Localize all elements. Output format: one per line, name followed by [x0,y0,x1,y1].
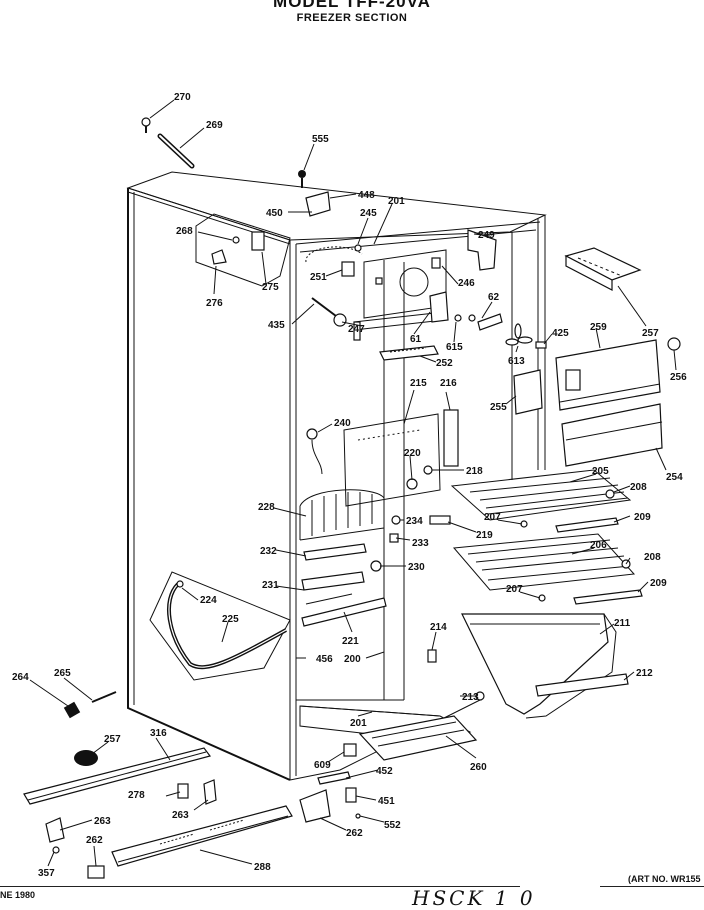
part-callout-288: 288 [254,862,271,873]
part-callout-207-b: 207 [506,584,523,595]
lower-components [23,489,478,879]
part-callout-62: 62 [488,292,500,303]
part-callout-232: 232 [260,546,277,557]
part-callout-265: 265 [54,668,71,679]
handwritten-note: HSCK 1 0 [412,886,536,910]
part-callout-254-right: 254 [666,472,683,483]
callout-leaders [29,99,677,867]
part-callout-425: 425 [552,328,569,339]
part-callout-276: 276 [206,298,223,309]
footer-rule-right [600,886,704,887]
model-title: MODEL TFF-20VA [273,0,431,11]
part-callout-251: 251 [310,272,327,283]
part-callout-231: 231 [262,580,279,591]
part-callout-209-b: 209 [650,578,667,589]
part-callout-357: 357 [38,868,55,879]
top-hardware [141,117,547,361]
part-callout-270: 270 [174,92,191,103]
part-callout-245: 245 [360,208,377,219]
part-callout-262-a: 262 [346,828,363,839]
part-callout-255: 255 [490,402,507,413]
part-callout-201-top: 201 [388,196,405,207]
part-callout-262-b: 262 [86,835,103,846]
callout-labels: 270 269 555 448 450 245 201 249 268 276 275 251 246 6… [12,92,687,879]
part-callout-225: 225 [222,614,239,625]
part-callout-221: 221 [342,636,359,647]
part-callout-278: 278 [128,790,145,801]
part-callout-451: 451 [378,796,395,807]
footer-art-number: (ART NO. WR155 [628,874,701,884]
part-callout-201-bottom: 201 [350,718,367,729]
part-callout-252: 252 [436,358,453,369]
part-callout-552: 552 [384,820,401,831]
part-callout-61: 61 [410,334,422,345]
part-callout-234: 234 [406,516,423,527]
wire-shelf-upper [450,469,632,521]
part-callout-263-b: 263 [94,816,111,827]
part-callout-224: 224 [200,595,217,606]
part-callout-456: 456 [316,654,333,665]
part-callout-264: 264 [12,672,29,683]
part-callout-216: 216 [440,378,457,389]
part-callout-246: 246 [458,278,475,289]
part-callout-205: 205 [592,466,609,477]
part-callout-615: 615 [446,342,463,353]
part-callout-269: 269 [206,120,223,131]
part-callout-256: 256 [670,372,687,383]
part-callout-208-b: 208 [644,552,661,563]
cabinet-shell [126,171,547,781]
part-callout-257-bottom: 257 [104,734,121,745]
part-callout-452: 452 [376,766,393,777]
footer-rule-left [0,886,520,887]
part-callout-215: 215 [410,378,427,389]
part-callout-200: 200 [344,654,361,665]
part-callout-240: 240 [334,418,351,429]
part-callout-218: 218 [466,466,483,477]
part-callout-450: 450 [266,208,283,219]
part-callout-213: 213 [462,692,479,703]
part-callout-435: 435 [268,320,285,331]
part-callout-316: 316 [150,728,167,739]
part-callout-247: 247 [348,324,365,335]
section-title: FREEZER SECTION [296,12,408,24]
part-callout-260: 260 [470,762,487,773]
part-callout-448: 448 [358,190,375,201]
wire-shelf-lower [452,533,636,591]
part-callout-613: 613 [508,356,525,367]
part-callout-268: 268 [176,226,193,237]
part-callout-249: 249 [478,230,495,241]
part-callout-220: 220 [404,448,421,459]
part-callout-230: 230 [408,562,425,573]
part-callout-259: 259 [590,322,607,333]
part-callout-209-a: 209 [634,512,651,523]
part-callout-233: 233 [412,538,429,549]
part-callout-219: 219 [476,530,493,541]
right-components [306,247,681,719]
part-callout-228: 228 [258,502,275,513]
part-callout-214: 214 [430,622,447,633]
part-callout-275: 275 [262,282,279,293]
part-callout-263-a: 263 [172,810,189,821]
part-callout-212: 212 [636,668,653,679]
part-callout-208-a: 208 [630,482,647,493]
part-callout-609: 609 [314,760,331,771]
part-callout-211: 211 [614,618,631,629]
footer-date: NE 1980 [0,890,36,900]
part-callout-555: 555 [312,134,329,145]
part-callout-207-a: 207 [484,512,501,523]
part-callout-206: 206 [590,540,607,551]
part-callout-257-top: 257 [642,328,659,339]
